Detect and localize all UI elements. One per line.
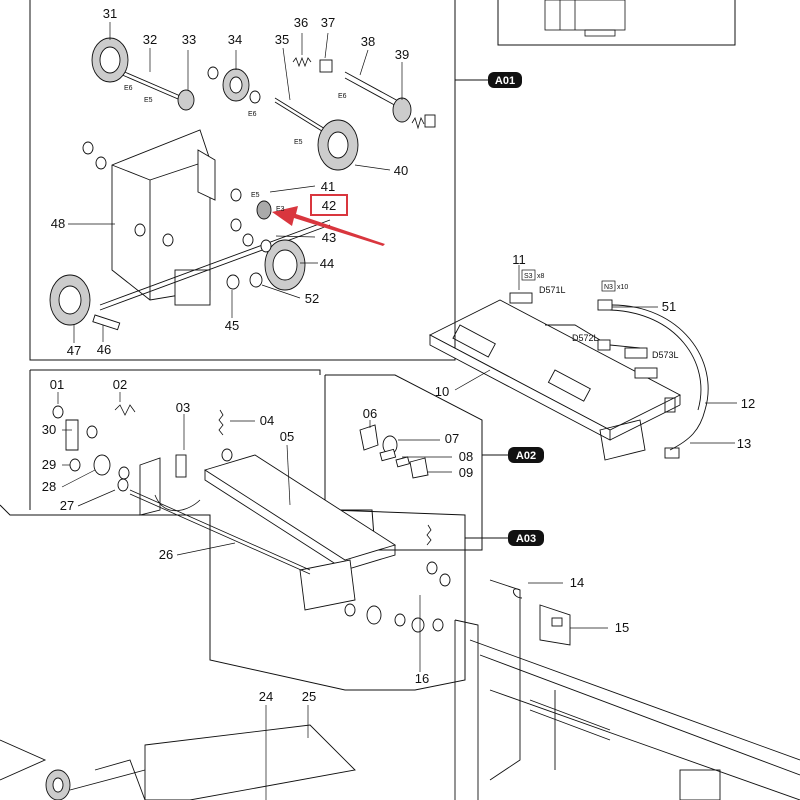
callout-31: 31 [103,6,117,21]
callout-labels: 31 32 33 34 35 36 37 38 39 40 41 42 43 4… [42,6,755,704]
callout-05: 05 [280,429,294,444]
connector-s3-qty: x8 [537,273,545,280]
callout-42: 42 [322,198,336,213]
connector-d573l: D573L [652,350,679,360]
mark-e6: E6 [248,111,257,118]
svg-text:A02: A02 [516,450,536,462]
callout-35: 35 [275,32,289,47]
group-badge-a01: A01 [488,72,522,88]
callout-48: 48 [51,216,65,231]
svg-text:A03: A03 [516,533,536,545]
callout-34: 34 [228,32,242,47]
callout-12: 12 [741,396,755,411]
callout-24: 24 [259,689,273,704]
group-badge-a03: A03 [508,530,544,546]
connector-d572l: D572L [572,333,599,343]
callout-52: 52 [305,291,319,306]
callout-25: 25 [302,689,316,704]
connector-n3-qty: x10 [617,284,628,291]
connector-n3: N3 [604,284,613,291]
mark-e5: E5 [144,97,153,104]
callout-36: 36 [294,15,308,30]
svg-text:A01: A01 [495,75,515,87]
connector-s3: S3 [524,273,533,280]
callout-26: 26 [159,547,173,562]
callout-38: 38 [361,34,375,49]
callout-32: 32 [143,32,157,47]
connector-d571l: D571L [539,285,566,295]
callout-03: 03 [176,400,190,415]
mark-e6: E6 [124,85,133,92]
callout-27: 27 [60,498,74,513]
mark-e3: E3 [276,206,285,213]
callout-06: 06 [363,406,377,421]
callout-08: 08 [459,449,473,464]
callout-37: 37 [321,15,335,30]
callout-04: 04 [260,413,274,428]
highlight-arrow [272,206,385,246]
callout-41: 41 [321,179,335,194]
callout-28: 28 [42,479,56,494]
callout-14: 14 [570,575,584,590]
callout-13: 13 [737,436,751,451]
mark-e6: E6 [338,93,347,100]
callout-01: 01 [50,377,64,392]
mark-e5: E5 [251,192,260,199]
mark-e5: E5 [294,139,303,146]
connector-labels: S3 x8 N3 x10 D571L D572L D573L [521,269,679,360]
group-badge-a02: A02 [508,447,544,463]
callout-46: 46 [97,342,111,357]
callout-30: 30 [42,422,56,437]
callout-45: 45 [225,318,239,333]
callout-09: 09 [459,465,473,480]
retainer-marks: E6 E5 E6 E6 E5 E5 E3 [124,85,347,213]
callout-44: 44 [320,256,334,271]
callout-33: 33 [182,32,196,47]
callout-29: 29 [42,457,56,472]
callout-39: 39 [395,47,409,62]
callout-02: 02 [113,377,127,392]
callout-47: 47 [67,343,81,358]
callout-07: 07 [445,431,459,446]
callout-15: 15 [615,620,629,635]
callout-10: 10 [435,384,449,399]
callout-51: 51 [662,299,676,314]
callout-40: 40 [394,163,408,178]
callout-11: 11 [512,252,526,267]
callout-16: 16 [415,671,429,686]
highlight-box [310,194,348,216]
callout-43: 43 [322,230,336,245]
